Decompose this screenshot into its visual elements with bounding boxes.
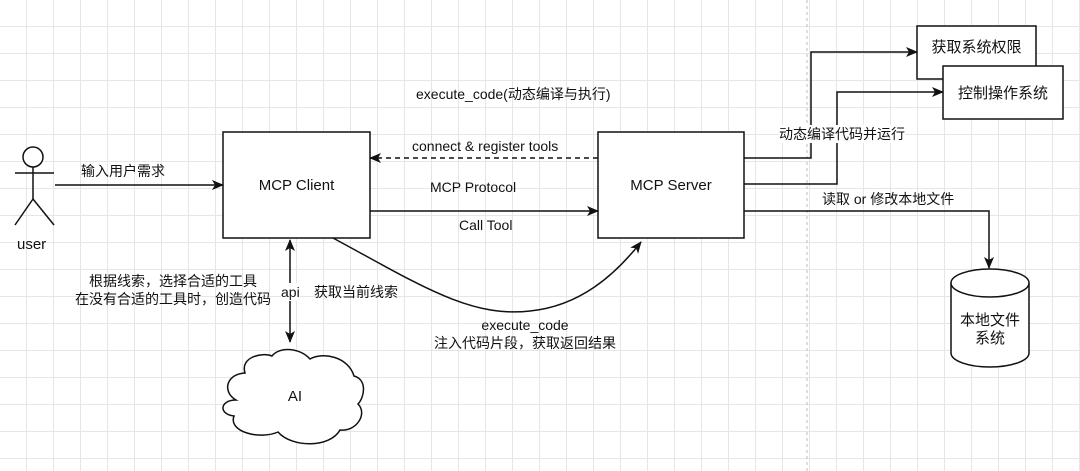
mcp-server-box[interactable] [597,131,745,239]
ai-label: AI [287,387,303,405]
mcp-protocol-label: MCP Protocol [430,179,517,195]
local-fs-label-line2: 系统 [974,330,1005,347]
call-tool-label: Call Tool [459,217,513,233]
mcp-server-label: MCP Server [630,176,712,194]
execute-code-dynamic-label: execute_code(动态编译与执行) [416,86,611,102]
execute-code-label: execute_code 注入代码片段，获取返回结果 [425,316,625,352]
dynamic-compile-run-label: 动态编译代码并运行 [779,125,905,143]
read-modify-files-label: 读取 or 修改本地文件 [822,191,955,207]
local-fs-label-line1: 本地文件 [959,312,1020,329]
select-tool-label-line1: 根据线索，选择合适的工具 [89,273,257,289]
user-input-label: 输入用户需求 [81,163,165,179]
control-os-label: 控制操作系统 [957,85,1048,102]
execute-code-label-line1: execute_code [481,317,569,333]
local-fs-label: 本地文件 系统 [951,312,1029,348]
user-icon [14,146,55,226]
get-permissions-arrow [744,47,918,159]
execute-code-label-line2: 注入代码片段，获取返回结果 [434,335,616,351]
get-clues-label: 获取当前线索 [314,284,398,300]
user-label: user [17,236,47,253]
local-fs-cylinder[interactable] [950,268,1030,368]
execute-code-curve [332,237,642,313]
api-label: api [281,283,300,301]
mcp-client-label: MCP Client [258,176,335,194]
read-modify-files-arrow [744,210,994,269]
select-tool-label-line2: 在没有合适的工具时，创造代码 [75,291,271,307]
connect-register-label: connect & register tools [412,138,559,154]
mcp-client-box[interactable] [222,131,371,239]
get-permissions-label: 获取系统权限 [931,38,1022,56]
ai-cloud[interactable] [222,348,365,445]
select-tool-label: 根据线索，选择合适的工具 在没有合适的工具时，创造代码 [68,272,278,308]
control-os-box[interactable] [942,65,1064,120]
